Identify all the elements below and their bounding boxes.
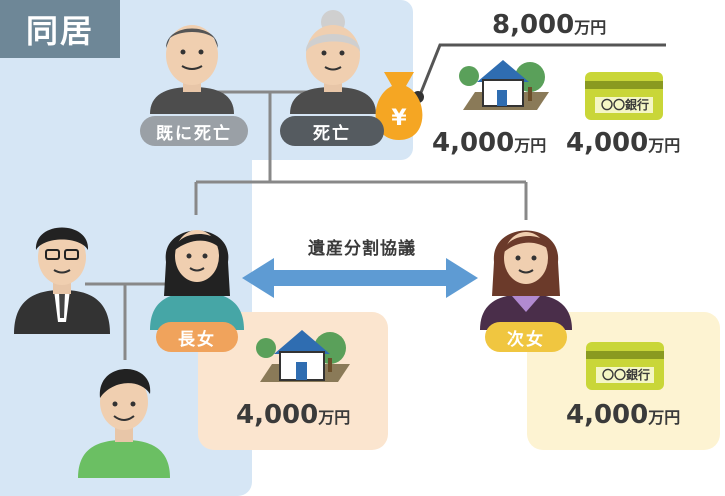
bank-value-unit: 万円 — [648, 136, 681, 155]
bank-value-amount: 4,000 — [566, 128, 649, 158]
grandmother-label: 死亡 — [280, 116, 384, 146]
eldest-share-unit: 万円 — [318, 408, 351, 427]
grandmother-figure — [290, 10, 376, 114]
grandfather-label: 既に死亡 — [140, 116, 248, 146]
grandfather-figure — [150, 25, 234, 114]
money-bag-icon: ¥ — [375, 72, 423, 140]
svg-text:¥: ¥ — [391, 106, 407, 131]
husband-figure — [14, 227, 110, 334]
inheritance-arrow — [242, 258, 478, 298]
grandson-figure — [78, 368, 170, 478]
estate-total: 8,000万円 — [492, 10, 606, 40]
second-share-amount: 4,000 — [566, 400, 649, 430]
second-share-unit: 万円 — [648, 408, 681, 427]
estate-total-unit: 万円 — [574, 18, 607, 37]
eldest-daughter-figure — [150, 230, 244, 330]
eldest-share-value: 4,000万円 — [236, 400, 350, 430]
house-icon — [459, 60, 549, 110]
arrow-label: 遺産分割協議 — [308, 239, 416, 259]
bank-card-icon — [586, 342, 664, 390]
second-share-value: 4,000万円 — [566, 400, 680, 430]
bank-card-label: 〇〇銀行 — [600, 98, 649, 112]
house-value-unit: 万円 — [514, 136, 547, 155]
house-value: 4,000万円 — [432, 128, 546, 158]
eldest-daughter-label: 長女 — [156, 322, 238, 352]
house-value-amount: 4,000 — [432, 128, 515, 158]
bank-card-label: 〇〇銀行 — [601, 368, 650, 382]
eldest-share-amount: 4,000 — [236, 400, 319, 430]
second-daughter-figure — [480, 230, 572, 330]
bank-card-icon — [585, 72, 663, 120]
estate-bracket-line — [418, 43, 666, 96]
bank-value: 4,000万円 — [566, 128, 680, 158]
house-icon — [256, 330, 350, 382]
cohabitation-tag: 同居 — [0, 0, 120, 58]
second-daughter-label: 次女 — [485, 322, 567, 352]
estate-total-amount: 8,000 — [492, 10, 575, 40]
